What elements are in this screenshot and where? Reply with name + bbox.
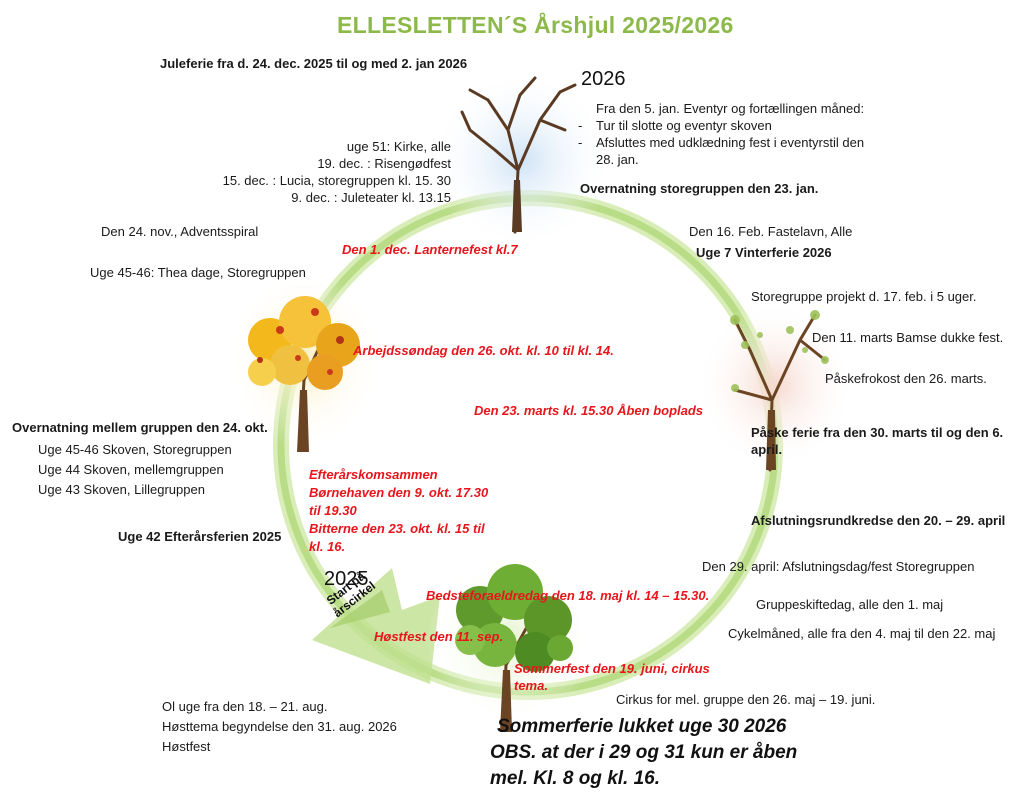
gruppeskifte-text: Gruppeskiftedag, alle den 1. maj — [756, 597, 944, 612]
cykel-text: Cykelmåned, alle fra den 4. maj til den … — [728, 626, 996, 641]
bamse-text: Den 11. marts Bamse dukke fest. — [812, 330, 1004, 345]
event-line: kl. 16. — [309, 539, 346, 554]
vinterferie-text: Uge 7 Vinterferie 2026 — [696, 245, 832, 260]
page-title: ELLESLETTEN´S Årshjul 2025/2026 — [337, 12, 734, 38]
paaskeferie-line: april. — [751, 442, 783, 457]
bullet: - — [578, 118, 583, 133]
aaben-boplads-event: Den 23. marts kl. 15.30 Åben boplads — [474, 403, 704, 418]
skoven-list: Uge 45-46 Skoven, Storegruppen Uge 44 Sk… — [38, 440, 232, 500]
overnatning-storegruppen: Overnatning storegruppen den 23. jan. — [580, 181, 819, 196]
afslutningsdag-text: Den 29. april: Afslutningsdag/fest Store… — [702, 559, 975, 574]
efterarsferie-text: Uge 42 Efterårsferien 2025 — [118, 529, 282, 544]
paaskeferie-line: Påske ferie fra den 30. marts til og den… — [751, 425, 1004, 440]
hostfest-event: Høstfest den 11. sep. — [374, 629, 504, 644]
rundkredse-text: Afslutningsrundkredse den 20. – 29. apri… — [751, 513, 1006, 528]
event-line: til 19.30 — [309, 503, 357, 518]
spring-tree-icon — [695, 300, 855, 472]
august-item: Ol uge fra den 18. – 21. aug. — [162, 699, 328, 714]
sommerferie-line: Sommerferie lukket uge 30 2026 — [497, 716, 787, 737]
event-line: Børnehaven den 9. okt. 17.30 — [309, 485, 489, 500]
skoven-item: Uge 43 Skoven, Lillegruppen — [38, 482, 205, 497]
january-item: Fra den 5. jan. Eventyr og fortællingen … — [596, 101, 865, 116]
december-item: uge 51: Kirke, alle — [346, 139, 451, 154]
skoven-item: Uge 44 Skoven, mellemgruppen — [38, 462, 224, 477]
efterarskomsammen-event: Efterårskomsammen Børnehaven den 9. okt.… — [309, 466, 488, 556]
summer-tree-icon — [425, 552, 595, 732]
august-item: Høstfest — [162, 739, 211, 754]
paaskeferie-text: Påske ferie fra den 30. marts til og den… — [751, 424, 1003, 458]
sommerferie-note: Sommerferie lukket uge 30 2026 OBS. at d… — [490, 714, 797, 792]
event-line: tema. — [514, 678, 548, 693]
projekt-text: Storegruppe projekt d. 17. feb. i 5 uger… — [751, 289, 977, 304]
autumn-tree-icon — [227, 270, 383, 452]
start-arrow-icon — [312, 568, 440, 684]
january-block: Fra den 5. jan. Eventyr og fortællingen … — [578, 100, 864, 168]
cirkus-text: Cirkus for mel. gruppe den 26. maj – 19.… — [616, 692, 876, 707]
august-item: Høsttema begyndelse den 31. aug. 2026 — [162, 719, 397, 734]
sommerfest-event: Sommerfest den 19. juni, cirkus tema. — [514, 660, 710, 694]
paaskefrokost-text: Påskefrokost den 26. marts. — [825, 371, 987, 386]
year-2026-label: 2026 — [581, 68, 626, 90]
december-item: 9. dec. : Juleteater kl. 13.15 — [291, 190, 451, 205]
bedsteforaeldre-event: Bedsteforaeldredag den 18. maj kl. 14 – … — [426, 588, 710, 603]
december-list: uge 51: Kirke, alle 19. dec. : Risengødf… — [223, 138, 451, 206]
december-item: 15. dec. : Lucia, storegruppen kl. 15. 3… — [222, 173, 451, 188]
fastelavn-text: Den 16. Feb. Fastelavn, Alle — [689, 224, 853, 239]
event-line: Bitterne den 23. okt. kl. 15 til — [309, 521, 485, 536]
event-line: Sommerfest den 19. juni, cirkus — [514, 661, 710, 676]
sommerferie-line: OBS. at der i 29 og 31 kun er åben — [490, 742, 798, 763]
event-line: Efterårskomsammen — [309, 467, 438, 482]
january-item: 28. jan. — [596, 152, 639, 167]
december-item: 19. dec. : Risengødfest — [317, 156, 451, 171]
juleferie-text: Juleferie fra d. 24. dec. 2025 til og me… — [160, 56, 468, 71]
august-block: Ol uge fra den 18. – 21. aug. Høsttema b… — [162, 697, 397, 757]
january-item: -Afsluttes med udklædning fest i eventyr… — [578, 135, 865, 150]
skoven-item: Uge 45-46 Skoven, Storegruppen — [38, 442, 232, 457]
thea-text: Uge 45-46: Thea dage, Storegruppen — [90, 265, 306, 280]
january-item: -Tur til slotte og eventyr skoven — [578, 118, 772, 133]
bullet: - — [578, 135, 583, 150]
adventsspiral-text: Den 24. nov., Adventsspiral — [101, 224, 259, 239]
year-2025-label: 2025 — [324, 568, 369, 590]
arbejdssondag-event: Arbejdssøndag den 26. okt. kl. 10 til kl… — [353, 343, 614, 358]
lanternefest-event: Den 1. dec. Lanternefest kl.7 — [342, 242, 518, 257]
winter-tree-icon — [430, 70, 614, 250]
overnatning-mellemgruppen: Overnatning mellem gruppen den 24. okt. — [12, 420, 268, 435]
sommerferie-line: mel. Kl. 8 og kl. 16. — [490, 768, 661, 789]
